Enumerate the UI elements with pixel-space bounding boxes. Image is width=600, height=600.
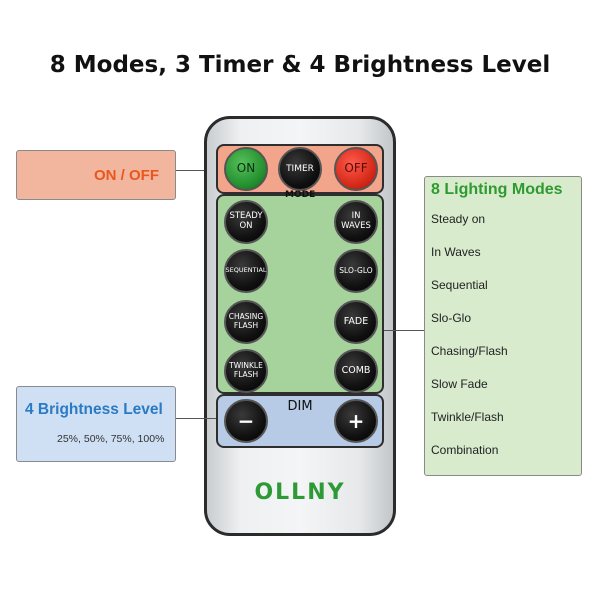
list-item: Combination <box>431 443 499 457</box>
dim-increase-button[interactable]: + <box>334 399 378 443</box>
in-waves-button[interactable]: IN WAVES <box>334 200 378 244</box>
list-item: Steady on <box>431 212 486 226</box>
steady-on-button[interactable]: STEADY ON <box>224 200 268 244</box>
sequential-button[interactable]: SEQUENTIAL <box>224 249 268 293</box>
on-off-callout-label: ON / OFF <box>94 167 159 184</box>
modes-connector <box>384 330 424 331</box>
brightness-callout: 4 Brightness Level 25%, 50%, 75%, 100% <box>16 386 176 462</box>
mode-label: MODE <box>285 190 316 200</box>
list-item: Sequential <box>431 278 488 292</box>
dim-decrease-button[interactable]: − <box>224 399 268 443</box>
list-item: Twinkle/Flash <box>431 410 504 424</box>
page-title: 8 Modes, 3 Timer & 4 Brightness Level <box>49 52 551 78</box>
lighting-modes-heading: 8 Lighting Modes <box>431 181 563 198</box>
list-item: Slo-Glo <box>431 311 472 325</box>
comb-button[interactable]: COMB <box>334 349 378 393</box>
brand-logo: OLLNY <box>254 480 346 505</box>
on-off-callout: ON / OFF <box>16 150 176 200</box>
fade-button[interactable]: FADE <box>334 300 378 344</box>
slo-glo-button[interactable]: SLO-GLO <box>334 249 378 293</box>
lighting-modes-list: Steady on In Waves Sequential Slo-Glo Ch… <box>431 211 508 475</box>
off-button[interactable]: OFF <box>334 147 378 191</box>
lighting-modes-callout: 8 Lighting Modes Steady on In Waves Sequ… <box>424 176 582 476</box>
brightness-heading: 4 Brightness Level <box>25 401 163 418</box>
on-off-connector <box>176 170 216 171</box>
timer-button[interactable]: TIMER <box>278 147 322 191</box>
on-button[interactable]: ON <box>224 147 268 191</box>
dim-label: DIM <box>287 399 313 414</box>
brightness-connector <box>176 418 216 419</box>
chasing-flash-button[interactable]: CHASING FLASH <box>224 300 268 344</box>
list-item: In Waves <box>431 245 481 259</box>
brightness-levels: 25%, 50%, 75%, 100% <box>57 433 165 445</box>
list-item: Chasing/Flash <box>431 344 508 358</box>
list-item: Slow Fade <box>431 377 488 391</box>
twinkle-flash-button[interactable]: TWINKLE FLASH <box>224 349 268 393</box>
